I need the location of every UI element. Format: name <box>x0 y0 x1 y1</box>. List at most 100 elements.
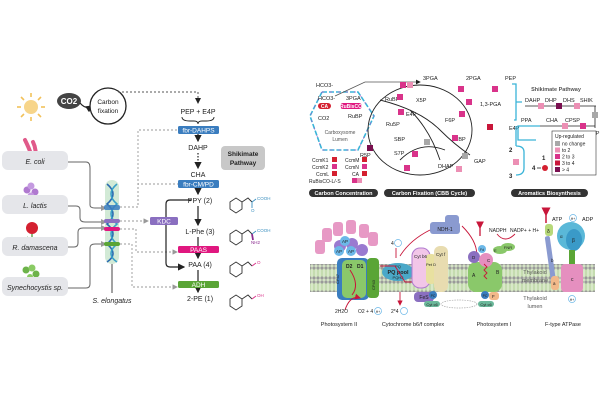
svg-text:Photosystem I: Photosystem I <box>477 322 512 328</box>
svg-text:3PGA: 3PGA <box>346 96 361 102</box>
svg-text:O: O <box>251 208 255 213</box>
f-type-atpase: ATP H+ ADP δ α β b c a H+ F-type ATPase <box>541 207 594 328</box>
svg-text:CO2: CO2 <box>318 116 329 122</box>
pe-structure <box>229 294 257 311</box>
svg-text:Cyt c6: Cyt c6 <box>480 302 492 307</box>
svg-text:B: B <box>496 270 500 276</box>
organism-ecoli: E. coli <box>2 138 68 170</box>
svg-text:AP: AP <box>342 239 348 244</box>
svg-text:Shikimate Pathway: Shikimate Pathway <box>531 87 582 93</box>
svg-text:X5P: X5P <box>416 98 427 104</box>
svg-text:2PGA: 2PGA <box>466 76 481 82</box>
svg-text:no change: no change <box>562 142 586 148</box>
svg-text:CcmK2: CcmK2 <box>312 165 329 171</box>
ccm-legend: CcmK1 CcmM CcmK2 CcmN CcmL CA RuBisCO-L/… <box>309 157 367 185</box>
svg-text:D: D <box>472 255 476 260</box>
svg-text:CcmM: CcmM <box>345 158 359 164</box>
svg-text:PPA: PPA <box>521 118 532 124</box>
svg-text:H+: H+ <box>570 298 575 302</box>
svg-text:to 2: to 2 <box>562 148 571 154</box>
svg-text:CPSP: CPSP <box>565 118 580 124</box>
enzyme-kdc <box>150 217 178 225</box>
paa-structure <box>229 261 257 278</box>
svg-text:DAHP: DAHP <box>188 145 208 152</box>
enzyme-fbr-dahps <box>178 126 219 134</box>
svg-text:Pet D: Pet D <box>426 262 436 267</box>
svg-text:CA: CA <box>321 104 329 110</box>
svg-text:A: A <box>472 273 476 279</box>
svg-text:b: b <box>551 258 554 263</box>
svg-text:CcmL: CcmL <box>316 172 329 178</box>
svg-text:fbr-DAHPS: fbr-DAHPS <box>182 128 215 135</box>
svg-text:NH2: NH2 <box>251 240 260 245</box>
svg-text:COOH: COOH <box>257 196 271 201</box>
svg-text:δ: δ <box>547 229 550 235</box>
svg-text:1,3-PGA: 1,3-PGA <box>480 102 501 108</box>
thylakoid-membrane-diagram: AP AP AP D2 D1 CP47 CP43 2H2O O2 + 4 H+ … <box>310 207 595 328</box>
compartment-labels: Thylakoid membrane Thylakoid lumen <box>522 270 548 310</box>
svg-text:F: F <box>492 294 495 299</box>
svg-text:Lumen: Lumen <box>332 137 348 143</box>
carboxysome: HCO3- HCO3- 3PGA CA RuBisCO CO2 RuBP Car… <box>309 79 421 151</box>
svg-text:E: E <box>494 248 497 253</box>
right-top-metabolism: HCO3- HCO3- 3PGA CA RuBisCO CO2 RuBP Car… <box>309 76 600 197</box>
svg-text:CHA: CHA <box>191 172 206 179</box>
enzyme-adh <box>178 281 219 288</box>
svg-text:PEP: PEP <box>505 76 516 82</box>
svg-text:C: C <box>487 258 491 263</box>
organism-llactis: L. lactis <box>2 182 68 214</box>
svg-text:Cyt f: Cyt f <box>436 252 446 257</box>
svg-text:fbr-CM/PD: fbr-CM/PD <box>183 182 214 189</box>
svg-text:S. elongatus: S. elongatus <box>93 298 132 305</box>
svg-text:2 to 3: 2 to 3 <box>562 155 575 161</box>
svg-text:2: 2 <box>509 148 513 154</box>
svg-text:Carboxysome: Carboxysome <box>325 130 356 136</box>
photosystem-ii: AP AP AP D2 D1 CP47 CP43 2H2O O2 + 4 H+ … <box>315 220 382 328</box>
ppy-structure <box>229 197 257 214</box>
svg-text:R5P: R5P <box>360 153 371 159</box>
svg-text:PC: PC <box>483 294 488 298</box>
svg-text:OH: OH <box>257 293 264 298</box>
svg-text:2-PE (1): 2-PE (1) <box>187 296 213 303</box>
svg-text:membrane: membrane <box>522 278 548 284</box>
organism-synechocystis: Synechocystis sp. <box>2 264 68 296</box>
expression-squares <box>367 82 498 172</box>
svg-text:PC: PC <box>431 294 436 298</box>
svg-text:HCO3-: HCO3- <box>318 96 335 102</box>
svg-text:GAP: GAP <box>474 159 486 165</box>
svg-text:DHP: DHP <box>545 98 557 104</box>
svg-text:Up-regulated: Up-regulated <box>555 134 584 140</box>
svg-text:KDC: KDC <box>157 219 171 226</box>
svg-text:> 4: > 4 <box>562 168 569 174</box>
svg-text:Synechocystis sp.: Synechocystis sp. <box>7 285 63 292</box>
svg-text:SHIK: SHIK <box>580 98 593 104</box>
sun-icon <box>17 93 45 121</box>
svg-text:Thylakoid: Thylakoid <box>523 296 547 302</box>
svg-text:E. coli: E. coli <box>25 159 45 166</box>
svg-text:PQ pool: PQ pool <box>387 270 409 276</box>
svg-text:HCO3-: HCO3- <box>316 83 333 89</box>
svg-text:RuBP: RuBP <box>385 97 400 103</box>
svg-text:a: a <box>553 281 556 286</box>
svg-text:PAAS: PAAS <box>190 247 208 254</box>
svg-text:Photosystem II: Photosystem II <box>321 322 358 328</box>
enzyme-fbr-cm-pd <box>178 180 219 188</box>
svg-text:DAHP: DAHP <box>525 98 541 104</box>
svg-text:Cytochrome b6/f complex: Cytochrome b6/f complex <box>382 322 445 328</box>
svg-text:F-type ATPase: F-type ATPase <box>545 322 581 328</box>
svg-text:FBP: FBP <box>455 137 466 143</box>
svg-text:FNR: FNR <box>504 245 512 250</box>
svg-text:COOH: COOH <box>257 228 271 233</box>
svg-text:PPY (2): PPY (2) <box>188 198 212 205</box>
svg-text:L. lactis: L. lactis <box>23 203 47 210</box>
enzyme-paas <box>178 246 219 253</box>
svg-text:CHA: CHA <box>546 118 558 124</box>
svg-text:2*4: 2*4 <box>391 309 399 315</box>
svg-text:CA: CA <box>352 172 360 178</box>
photosystem-i: A B C D E F Fd PC PC Cyt c6 Cyt c6 FNR N… <box>424 221 539 328</box>
svg-text:NADP+ + H+: NADP+ + H+ <box>510 228 539 234</box>
svg-text:O: O <box>257 260 261 265</box>
svg-text:ADP: ADP <box>582 217 594 223</box>
svg-text:Aromatics Biosynthesis: Aromatics Biosynthesis <box>518 191 581 197</box>
svg-text:RuBisCO-L/-S: RuBisCO-L/-S <box>309 179 341 185</box>
